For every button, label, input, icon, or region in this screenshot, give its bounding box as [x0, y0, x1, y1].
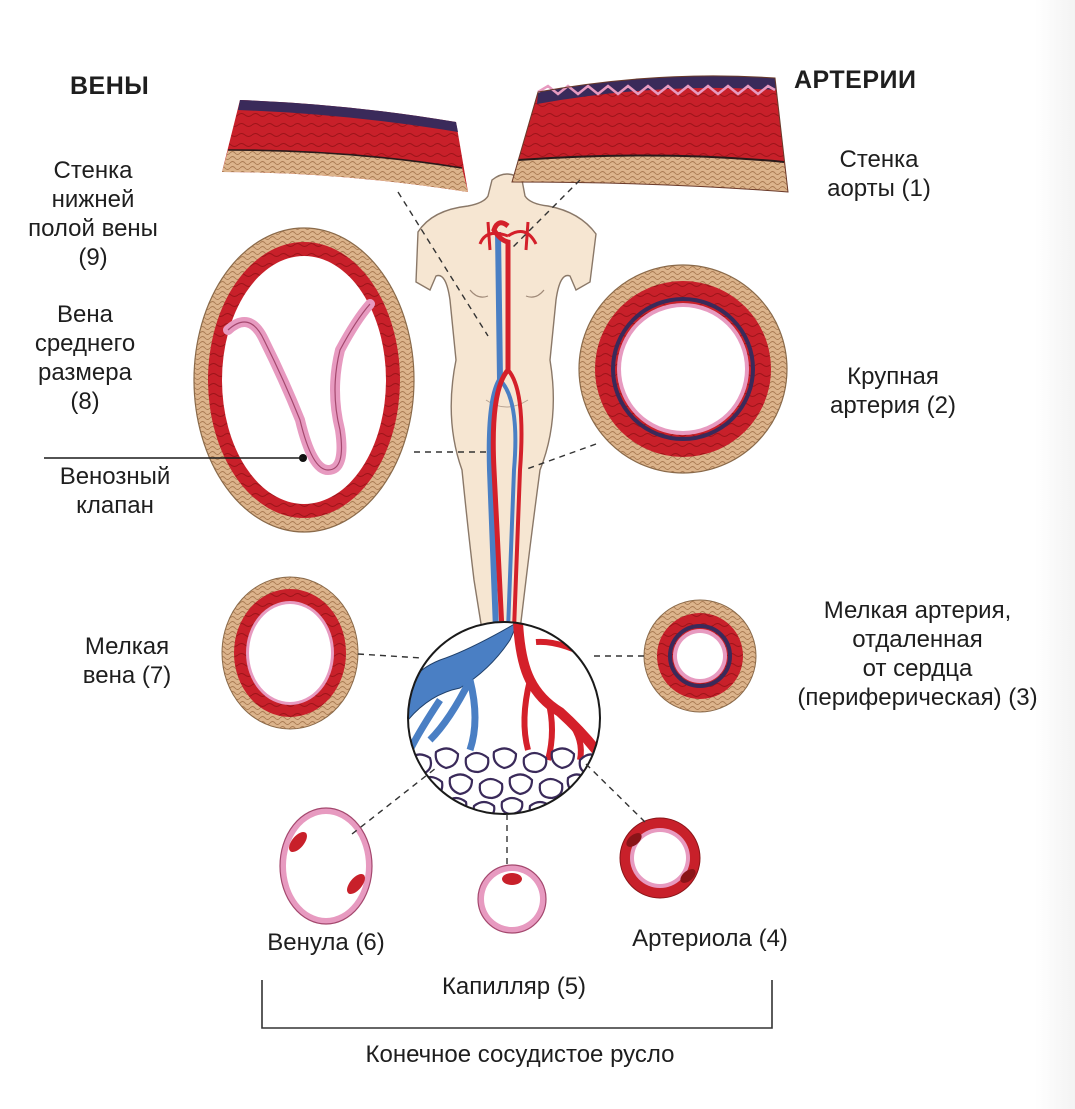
label-small-artery: Мелкая артерия, отдаленная от сердца (пе… — [797, 597, 1038, 711]
label-arteriole: Артериола (4) — [632, 925, 788, 952]
label-large-artery: Крупная артерия (2) — [830, 363, 956, 419]
capillary-cross-section — [477, 864, 547, 934]
vena-cava-wall-section — [222, 100, 468, 192]
venule-cross-section — [279, 807, 373, 925]
label-terminal-bed: Конечное сосудистое русло — [365, 1041, 675, 1068]
aorta-wall-section — [511, 75, 789, 193]
page-edge-shadow — [1035, 0, 1075, 1109]
arteriole-cross-section — [619, 817, 701, 899]
label-venous-valve: Венозный клапан — [59, 463, 171, 519]
terminal-bed-bracket — [261, 980, 773, 1029]
veins-header: ВЕНЫ — [70, 72, 150, 100]
label-capillary: Капилляр (5) — [441, 973, 587, 1000]
small-vein-cross-section — [221, 576, 359, 730]
capillary-bed-zoom — [407, 621, 601, 815]
body-vessels — [478, 220, 538, 630]
small-artery-cross-section — [643, 599, 757, 713]
label-medium-vein: Вена среднего размера (8) — [34, 301, 136, 415]
leader-lines — [351, 179, 646, 864]
medium-vein-cross-section — [193, 227, 415, 533]
label-venule: Венула (6) — [267, 929, 385, 956]
large-artery-cross-section — [578, 264, 788, 474]
label-vena-cava-wall: Стенка нижней полой вены (9) — [28, 157, 158, 271]
label-aorta-wall: Стенка аорты (1) — [827, 146, 931, 202]
label-small-vein: Мелкая вена (7) — [82, 633, 172, 689]
arteries-header: АРТЕРИИ — [794, 66, 917, 94]
